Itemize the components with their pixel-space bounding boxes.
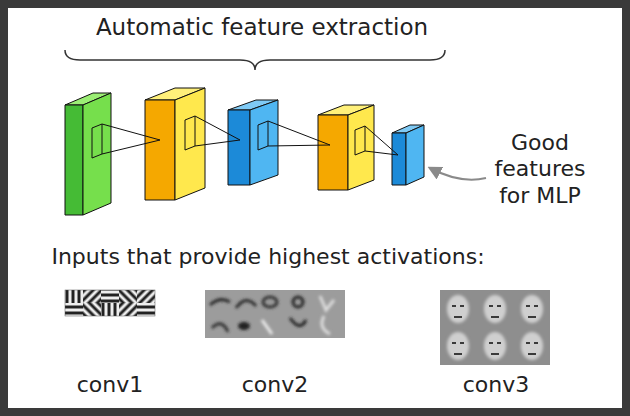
label-holder: Good features for MLP [484, 130, 596, 209]
label-holder: conv1 [60, 372, 160, 398]
layer-label: conv1 [60, 372, 160, 398]
feature-map-blocks [65, 88, 424, 215]
conv1-filters [65, 290, 155, 316]
layer-label: conv3 [446, 372, 546, 398]
conv2-features [205, 290, 345, 338]
receptive-field-lines [92, 116, 398, 158]
label-holder: Inputs that provide highest activations: [48, 244, 488, 270]
label-holder: conv3 [446, 372, 546, 398]
curly-brace [65, 50, 445, 70]
section-caption: Inputs that provide highest activations: [48, 244, 488, 270]
pointer-arrow [430, 168, 486, 180]
label-holder: conv2 [225, 372, 325, 398]
label-holder: Automatic feature extraction [42, 14, 482, 42]
callout-note: Good features for MLP [484, 130, 596, 209]
layer-label: conv2 [225, 372, 325, 398]
bracket-label: Automatic feature extraction [42, 14, 482, 42]
conv3-faces [440, 290, 550, 365]
